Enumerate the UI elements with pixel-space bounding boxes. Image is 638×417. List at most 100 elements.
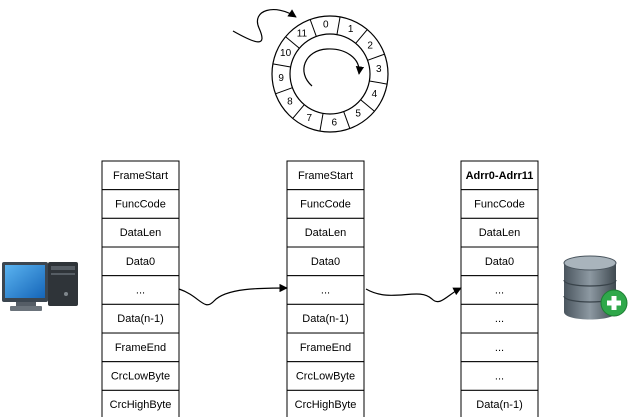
frame-cell-box (286, 246, 365, 277)
ring-divider (336, 16, 341, 35)
frame-cell: FrameStart (101, 160, 180, 191)
frame-cell-box (101, 275, 180, 305)
transfer-arrow-1 (178, 283, 288, 306)
ring-segment-label: 7 (307, 113, 313, 124)
frame-cell: CrcLowByte (286, 361, 365, 391)
frame-cell-box (286, 275, 365, 305)
frame-cell-label: Data0 (126, 256, 155, 268)
frame-cell-label: Data0 (485, 256, 514, 268)
frame-cell-label: Data(n-1) (476, 399, 522, 411)
frame-cell: CrcHighByte (101, 389, 180, 417)
frame-cell-box (101, 303, 180, 334)
frame-cell: FrameStart (286, 160, 365, 191)
frame-cell: DataLen (286, 217, 365, 248)
ring-divider (360, 99, 375, 112)
frame-cell-label: FrameStart (298, 170, 353, 182)
frame-cell: Data0 (460, 246, 539, 277)
transfer-arrow-2 (365, 287, 462, 303)
ring-divider (272, 63, 291, 68)
frame-cell: ... (101, 275, 180, 305)
frame-cell: FuncCode (101, 189, 180, 219)
frame-cell-label: CrcHighByte (295, 399, 357, 411)
ring-entry-arrow (232, 9, 297, 43)
frame-cell-box (460, 303, 539, 334)
frame-cell: ... (460, 332, 539, 363)
ring-divider (355, 29, 368, 44)
frame-cell-label: FrameEnd (115, 342, 166, 354)
frame-cell: ... (286, 275, 365, 305)
ring-inner (289, 33, 371, 115)
frame-cell-label: Data(n-1) (302, 313, 348, 325)
frame-cell-label: ... (495, 342, 504, 354)
frame-cell: ... (460, 303, 539, 334)
ring-divider (292, 104, 305, 119)
frame-cell-label: Adrr0-Adrr11 (466, 170, 534, 182)
frame-cell: CrcLowByte (101, 361, 180, 391)
frame-cell: FuncCode (286, 189, 365, 219)
ring-segment-label: 5 (355, 109, 361, 120)
frame-cell-box (101, 189, 180, 219)
frame-table-storage: Adrr0-Adrr11FuncCodeDataLenData0........… (460, 160, 539, 417)
ring-segment-label: 6 (331, 117, 337, 128)
frame-cell-label: FuncCode (115, 199, 166, 211)
frame-cell: Data0 (101, 246, 180, 277)
frame-cell-label: FrameEnd (300, 342, 351, 354)
frame-cell: FrameEnd (101, 332, 180, 363)
frame-cell-label: Data0 (311, 256, 340, 268)
frame-cell: CrcHighByte (286, 389, 365, 417)
ring-divider (367, 53, 385, 61)
frame-cell-label: DataLen (479, 227, 521, 239)
frame-cell-box (101, 217, 180, 248)
frame-cell-label: ... (321, 285, 330, 297)
frame-cell-box (286, 361, 365, 391)
frame-cell: DataLen (460, 217, 539, 248)
frame-cell-box (460, 332, 539, 363)
ring-segment-label: 3 (376, 64, 382, 75)
frame-cell: Adrr0-Adrr11 (460, 160, 539, 191)
ring-segment-label: 0 (323, 20, 329, 31)
frame-cell-label: FuncCode (474, 199, 525, 211)
frame-cell: ... (460, 275, 539, 305)
frame-cell-box (101, 160, 180, 191)
frame-cell: FuncCode (460, 189, 539, 219)
frame-cell: Data(n-1) (286, 303, 365, 334)
frame-cell-box (460, 275, 539, 305)
frame-cell-box (286, 303, 365, 334)
database-add-icon (563, 255, 628, 320)
ring-segment-label: 8 (287, 97, 293, 108)
frame-cell-label: ... (495, 285, 504, 297)
ring-segment-label: 10 (280, 48, 292, 59)
frame-cell: Data(n-1) (460, 389, 539, 417)
frame-cell-label: FrameStart (113, 170, 168, 182)
frame-cell: Data(n-1) (101, 303, 180, 334)
frame-cell-label: Data(n-1) (117, 313, 163, 325)
frame-cell-box (460, 217, 539, 248)
ring-segment-label: 4 (372, 89, 378, 100)
frame-cell-label: DataLen (120, 227, 162, 239)
frame-cell-label: CrcLowByte (296, 371, 355, 383)
frame-cell-box (101, 361, 180, 391)
frame-cell: ... (460, 361, 539, 391)
computer-icon (2, 262, 78, 311)
ring-divider (343, 111, 351, 129)
ring-divider (369, 80, 388, 85)
ring-divider (309, 19, 317, 37)
frame-cell: FrameEnd (286, 332, 365, 363)
frame-cell-box (460, 246, 539, 277)
ring-divider (275, 87, 293, 95)
frame-cell-label: CrcHighByte (110, 399, 172, 411)
frame-cell-label: CrcLowByte (111, 371, 170, 383)
ring-segment-label: 1 (348, 24, 354, 35)
ring-segment-label: 11 (297, 28, 308, 39)
ring-divider (285, 36, 300, 49)
frame-cell-label: DataLen (305, 227, 347, 239)
frame-cell-box (460, 389, 539, 417)
frame-cell-box (286, 389, 365, 417)
ring-segment-label: 2 (367, 40, 373, 51)
frame-cell-box (101, 389, 180, 417)
frame-cell-box (460, 160, 539, 191)
ring-rotation-arrow (303, 48, 365, 87)
